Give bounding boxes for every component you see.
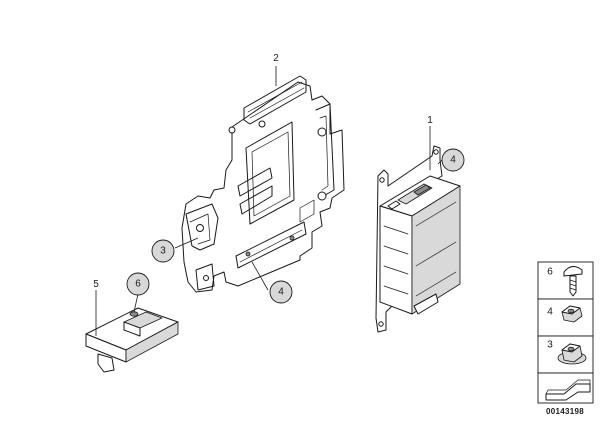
- svg-text:3: 3: [160, 246, 166, 257]
- leader-lines: [95, 66, 443, 336]
- bracket-part: [181, 75, 345, 293]
- legend-number: 3: [547, 340, 553, 351]
- callout-control-unit-nut[interactable]: 4: [441, 148, 465, 172]
- callout-bracket-lower-nut[interactable]: 4: [269, 280, 293, 304]
- screw-icon: [563, 266, 583, 297]
- svg-text:4: 4: [278, 287, 284, 298]
- callout-bracket-nut[interactable]: 3: [151, 239, 175, 263]
- part-number-5: 5: [93, 279, 99, 290]
- flange-nut-icon: [557, 343, 587, 365]
- part-number-2: 2: [273, 53, 279, 64]
- sheet-metal-icon: [545, 379, 591, 401]
- control-unit-part: [375, 145, 461, 333]
- diagram-code: 00143198: [546, 407, 584, 416]
- svg-text:6: 6: [135, 279, 141, 290]
- legend-row-screw[interactable]: [537, 261, 594, 300]
- legend-number: 6: [547, 267, 553, 278]
- antenna-module-part: [85, 307, 179, 373]
- part-number-1: 1: [427, 115, 433, 126]
- legend-number: 4: [547, 307, 553, 318]
- nut-icon: [561, 305, 583, 323]
- svg-text:4: 4: [450, 155, 456, 166]
- callout-module-screw[interactable]: 6: [126, 272, 150, 296]
- fastener-legend: 6 4 3: [537, 261, 594, 404]
